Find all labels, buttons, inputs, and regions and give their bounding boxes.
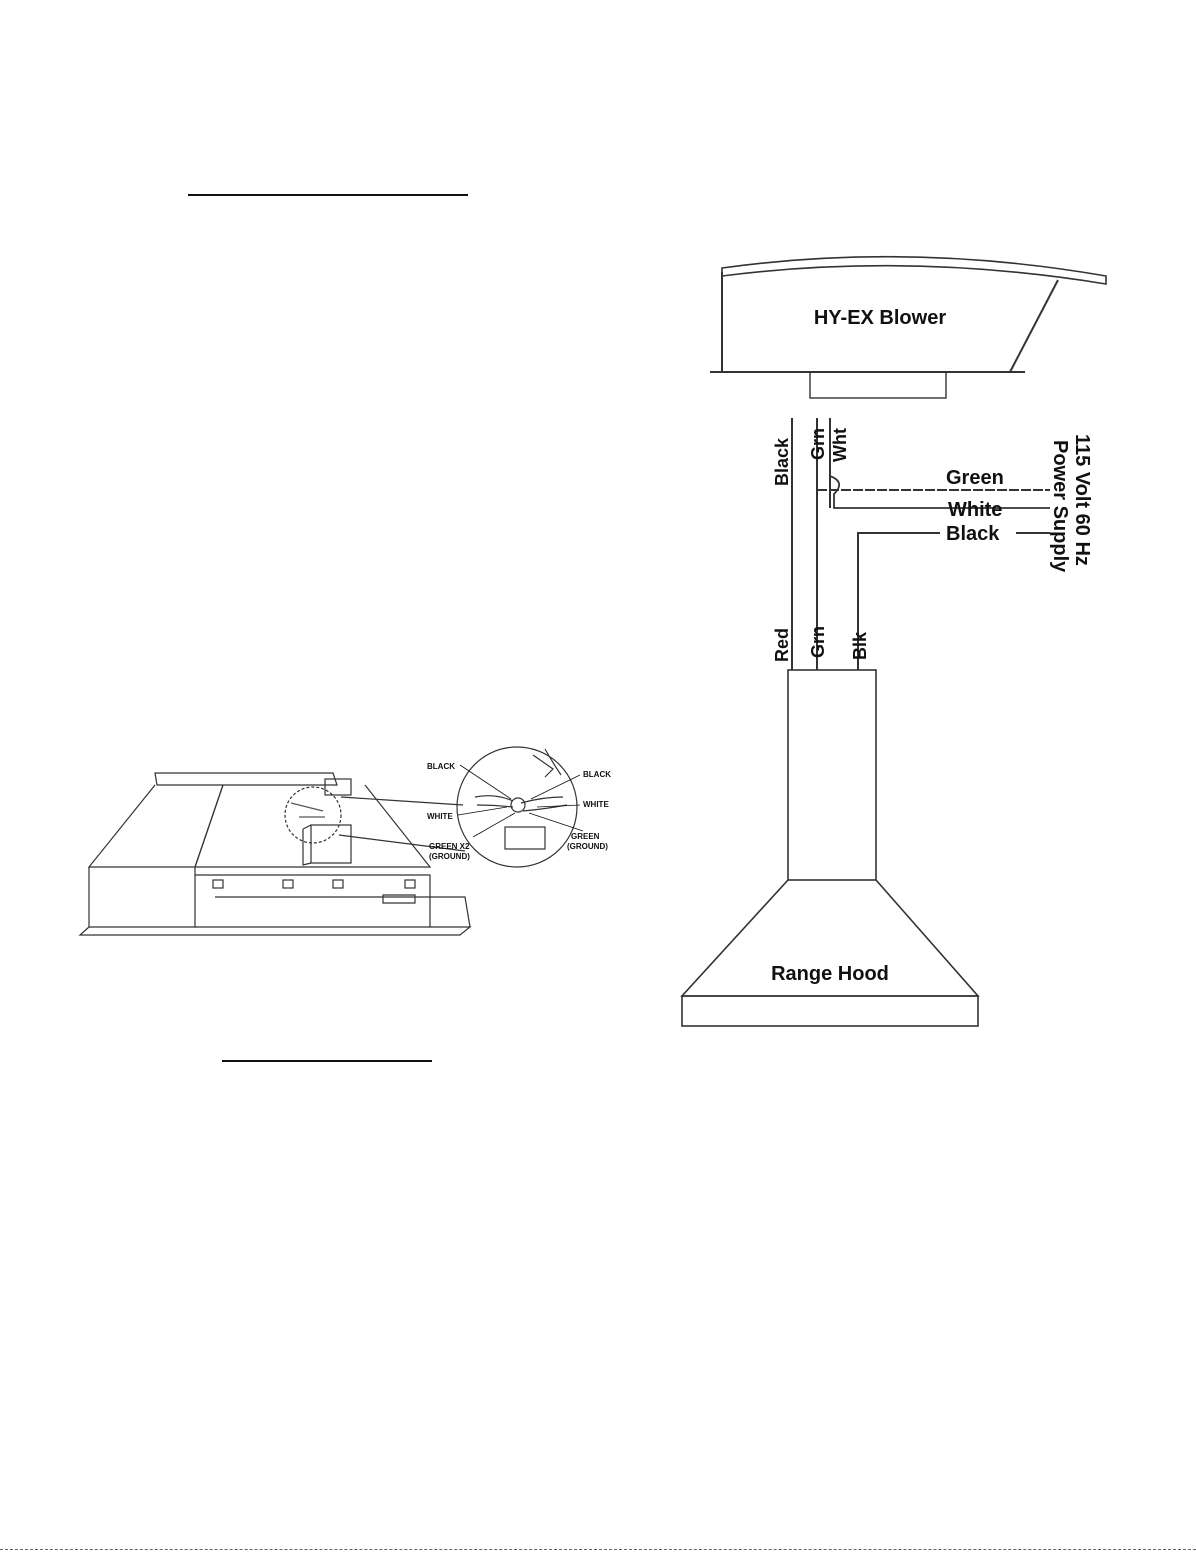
power-supply-line1: 115 Volt 60 Hz	[1071, 434, 1093, 566]
callout-ground-left: (GROUND)	[429, 852, 470, 861]
blower-label: HY-EX Blower	[814, 307, 946, 329]
range-hood-label: Range Hood	[771, 963, 889, 985]
page-bottom-edge	[0, 1549, 1196, 1550]
range-hood-chimney	[788, 670, 876, 880]
range-hood-base	[682, 996, 978, 1026]
wire-label-red: Red	[772, 628, 792, 662]
wire-label-wht: Wht	[830, 428, 850, 462]
power-supply-line2: Power Supply	[1049, 440, 1071, 573]
supply-label-green: Green	[946, 467, 1004, 489]
callout-ground-right: (GROUND)	[567, 842, 608, 851]
blower-outlet	[810, 372, 946, 398]
wire-label-grn-top: Grn	[808, 428, 828, 460]
heading-underline-top	[188, 194, 468, 196]
supply-label-white: White	[948, 499, 1002, 521]
callout-green-x2: GREEN X2	[429, 842, 470, 851]
wire-label-black: Black	[772, 437, 792, 486]
wire-label-blk: Blk	[850, 631, 870, 660]
blower-roof	[722, 257, 1106, 284]
callout-green: GREEN	[571, 832, 600, 841]
callout-white-right: WHITE	[583, 800, 609, 809]
wire-label-grn-bottom: Grn	[808, 626, 828, 658]
blower-wiring-diagram: HY-EX Blower Black Grn Wht Red Grn Blk G…	[670, 250, 1120, 1040]
callout-white-left: WHITE	[427, 812, 453, 821]
callout-black-right: BLACK	[583, 770, 611, 779]
callout-black-left: BLACK	[427, 762, 455, 771]
supply-label-black: Black	[946, 523, 1000, 545]
heading-underline-bottom	[222, 1060, 432, 1062]
hood-wiring-illustration: BLACK BLACK WHITE WHITE GREEN X2 (GROUND…	[75, 735, 625, 950]
